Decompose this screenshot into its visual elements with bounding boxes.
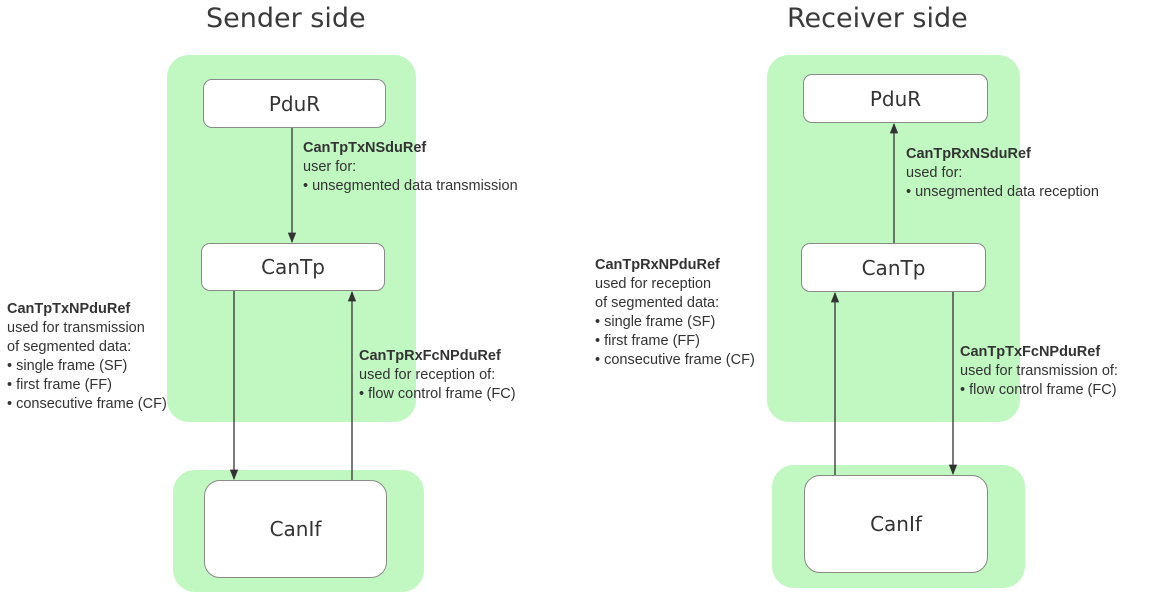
annotation-line: used for transmission of: (960, 363, 1118, 379)
receiver-side-title: Receiver side (787, 3, 968, 34)
sender-cantp-box: CanTp (201, 243, 385, 291)
annotation-ref: CanTpTxFcNPduRef (960, 344, 1101, 360)
annotation-ref: CanTpRxNSduRef (906, 146, 1031, 162)
annotation-ref: CanTpRxFcNPduRef (359, 348, 501, 364)
annotation-line: used for transmission (7, 320, 145, 336)
annotation-line: • flow control frame (FC) (359, 386, 516, 402)
sender-tx-npdu-annotation: CanTpTxNPduRef used for transmission of … (7, 300, 167, 414)
annotation-line: • first frame (FF) (595, 333, 700, 349)
annotation-ref: CanTpTxNSduRef (303, 140, 427, 156)
receiver-rx-npdu-annotation: CanTpRxNPduRef used for reception of seg… (595, 256, 755, 370)
annotation-ref: CanTpRxNPduRef (595, 257, 720, 273)
annotation-ref: CanTpTxNPduRef (7, 301, 131, 317)
annotation-line: of segmented data: (595, 295, 720, 311)
annotation-line: • consecutive frame (CF) (595, 352, 755, 368)
sender-canif-box: CanIf (204, 480, 387, 578)
annotation-line: • flow control frame (FC) (960, 382, 1117, 398)
annotation-line: used for reception of: (359, 367, 496, 383)
sender-side-title: Sender side (206, 3, 366, 34)
receiver-canif-box: CanIf (804, 475, 988, 573)
receiver-pdur-box: PduR (803, 74, 988, 123)
receiver-rx-nsdu-annotation: CanTpRxNSduRef used for: • unsegmented d… (906, 145, 1099, 202)
receiver-cantp-box: CanTp (801, 243, 986, 292)
annotation-line: • unsegmented data reception (906, 184, 1099, 200)
receiver-tx-fc-npdu-annotation: CanTpTxFcNPduRef used for transmission o… (960, 343, 1118, 400)
annotation-line: • single frame (SF) (7, 358, 128, 374)
sender-pdur-box: PduR (203, 79, 386, 128)
annotation-line: • unsegmented data transmission (303, 178, 518, 194)
annotation-line: user for: (303, 159, 357, 175)
annotation-line: • first frame (FF) (7, 377, 112, 393)
sender-tx-nsdu-annotation: CanTpTxNSduRef user for: • unsegmented d… (303, 139, 518, 196)
annotation-line: used for reception (595, 276, 712, 292)
annotation-line: of segmented data: (7, 339, 132, 355)
annotation-line: • consecutive frame (CF) (7, 396, 167, 412)
annotation-line: used for: (906, 165, 963, 181)
sender-rx-fc-npdu-annotation: CanTpRxFcNPduRef used for reception of: … (359, 347, 516, 404)
annotation-line: • single frame (SF) (595, 314, 716, 330)
